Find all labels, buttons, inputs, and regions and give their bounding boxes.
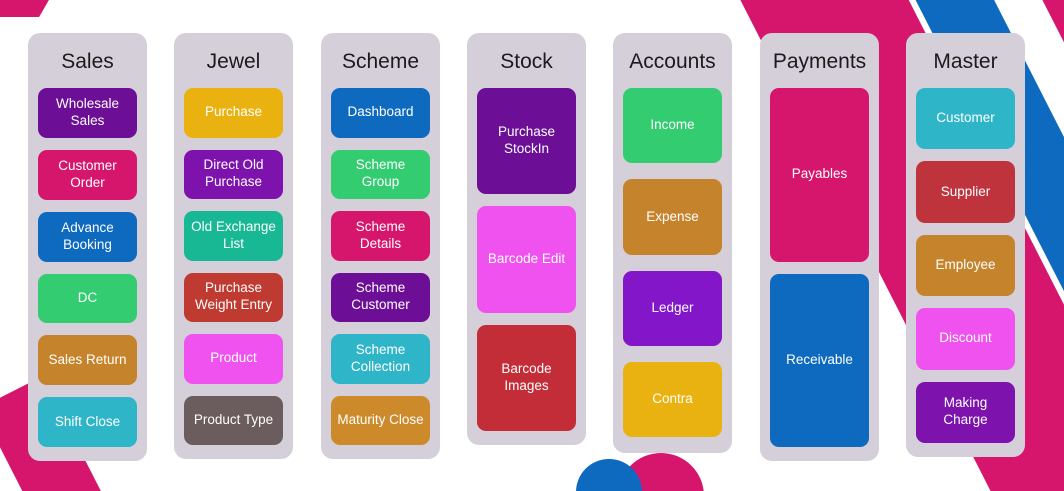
menu-item-scheme-collection[interactable]: Scheme Collection <box>331 334 430 384</box>
panel-jewel-menu: Purchase Direct Old Purchase Old Exchang… <box>184 88 283 445</box>
panel-scheme-title: Scheme <box>341 50 420 73</box>
decorative-stripe-pink-top-left <box>0 0 49 17</box>
panel-accounts-menu: Income Expense Ledger Contra <box>623 88 722 439</box>
menu-item-supplier[interactable]: Supplier <box>916 161 1015 223</box>
panel-scheme: Scheme Dashboard Scheme Group Scheme Det… <box>321 33 440 459</box>
menu-item-customer[interactable]: Customer <box>916 88 1015 150</box>
menu-item-wholesale-sales[interactable]: Wholesale Sales <box>38 88 137 138</box>
menu-item-barcode-edit[interactable]: Barcode Edit <box>477 206 576 313</box>
menu-item-purchase-stockin[interactable]: Purchase StockIn <box>477 88 576 195</box>
menu-item-expense[interactable]: Expense <box>623 179 722 255</box>
menu-item-payables[interactable]: Payables <box>770 88 869 262</box>
panel-stock-title: Stock <box>500 50 553 73</box>
panel-master-title: Master <box>933 50 998 73</box>
menu-item-making-charge[interactable]: Making Charge <box>916 381 1015 443</box>
panel-jewel-title: Jewel <box>206 50 261 73</box>
menu-item-customer-order[interactable]: Customer Order <box>38 149 137 200</box>
menu-item-purchase[interactable]: Purchase <box>184 88 283 138</box>
menu-item-shift-close[interactable]: Shift Close <box>38 397 137 447</box>
panel-sales: Sales Wholesale Sales Customer Order Adv… <box>28 33 147 461</box>
menu-item-old-exchange-list[interactable]: Old Exchange List <box>184 211 283 261</box>
menu-item-product[interactable]: Product <box>184 334 283 384</box>
panel-payments-menu: Payables Receivable <box>770 88 869 447</box>
menu-item-employee[interactable]: Employee <box>916 234 1015 297</box>
panel-accounts: Accounts Income Expense Ledger Contra <box>613 33 732 453</box>
panel-accounts-title: Accounts <box>629 50 716 73</box>
panel-stock: Stock Purchase StockIn Barcode Edit Barc… <box>467 33 586 445</box>
menu-item-product-type[interactable]: Product Type <box>184 395 283 445</box>
menu-item-direct-old-purchase[interactable]: Direct Old Purchase <box>184 149 283 200</box>
panel-master: Master Customer Supplier Employee Discou… <box>906 33 1025 457</box>
menu-item-advance-booking[interactable]: Advance Booking <box>38 211 137 262</box>
panel-jewel: Jewel Purchase Direct Old Purchase Old E… <box>174 33 293 459</box>
menu-item-barcode-images[interactable]: Barcode Images <box>477 324 576 431</box>
menu-item-receivable[interactable]: Receivable <box>770 273 869 447</box>
menu-item-dashboard[interactable]: Dashboard <box>331 88 430 138</box>
menu-item-discount[interactable]: Discount <box>916 308 1015 370</box>
panel-sales-menu: Wholesale Sales Customer Order Advance B… <box>38 88 137 447</box>
panel-payments-title: Payments <box>772 50 867 73</box>
menu-item-scheme-details[interactable]: Scheme Details <box>331 211 430 261</box>
menu-item-income[interactable]: Income <box>623 88 722 164</box>
panel-stock-menu: Purchase StockIn Barcode Edit Barcode Im… <box>477 88 576 431</box>
menu-item-purchase-weight-entry[interactable]: Purchase Weight Entry <box>184 272 283 323</box>
menu-item-ledger[interactable]: Ledger <box>623 270 722 346</box>
menu-item-maturity-close[interactable]: Maturity Close <box>331 395 430 445</box>
menu-item-sales-return[interactable]: Sales Return <box>38 335 137 386</box>
panel-sales-title: Sales <box>61 50 114 73</box>
menu-item-dc[interactable]: DC <box>38 273 137 324</box>
panel-payments: Payments Payables Receivable <box>760 33 879 461</box>
panel-scheme-menu: Dashboard Scheme Group Scheme Details Sc… <box>331 88 430 445</box>
menu-item-contra[interactable]: Contra <box>623 361 722 438</box>
menu-item-scheme-customer[interactable]: Scheme Customer <box>331 272 430 323</box>
panel-master-menu: Customer Supplier Employee Discount Maki… <box>916 88 1015 443</box>
menu-item-scheme-group[interactable]: Scheme Group <box>331 149 430 200</box>
